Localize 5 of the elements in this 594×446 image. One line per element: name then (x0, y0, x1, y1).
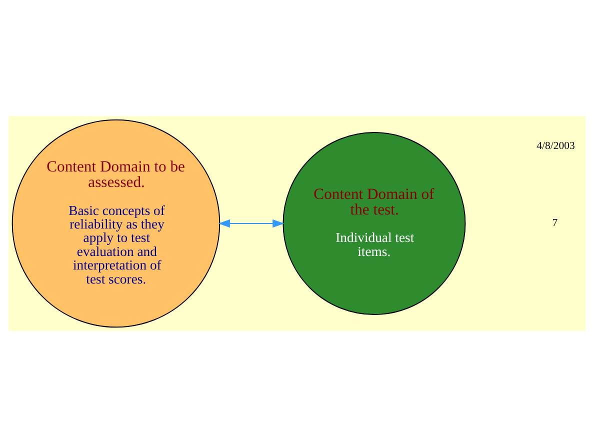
arrow (218, 218, 284, 228)
node-circle: Content Domain to be assessed. Basic concepts of reliability as they apply to test evaluation and interpretation of test scores. (12, 118, 220, 328)
label: 7 (552, 216, 558, 229)
node-circle: Content Domain of the test. Individual test items. (282, 132, 466, 314)
label: 4/8/2003 (536, 140, 575, 152)
